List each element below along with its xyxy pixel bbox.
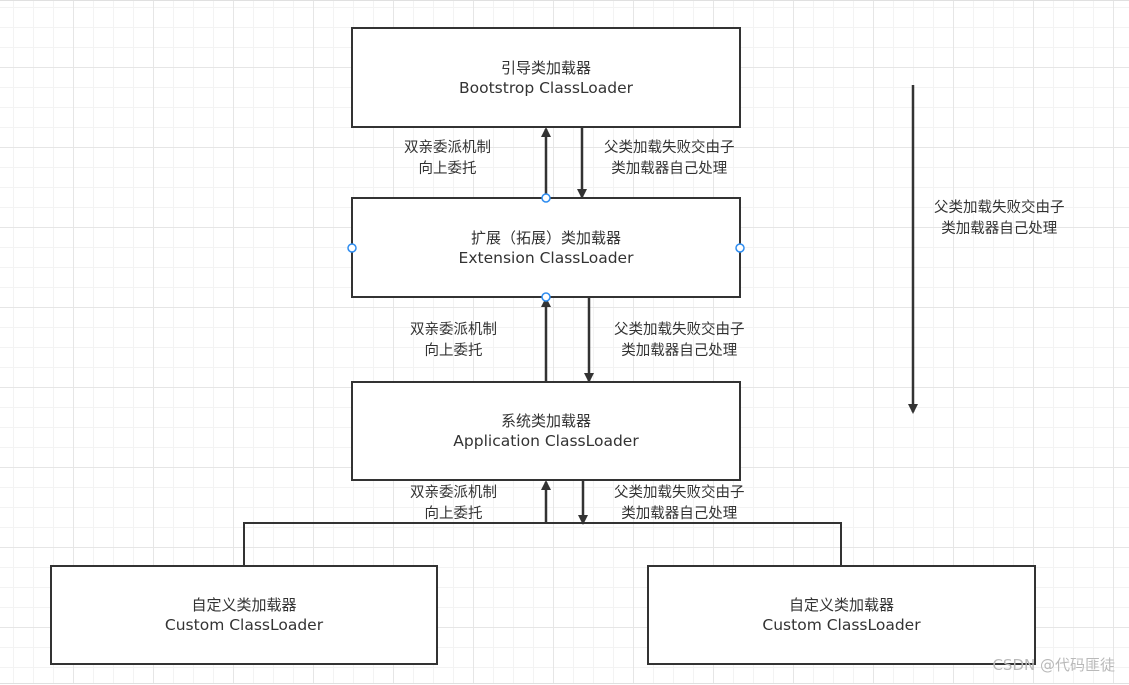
extension-classloader-node[interactable]: 扩展（拓展）类加载器 Extension ClassLoader: [351, 197, 741, 298]
extension-en-label: Extension ClassLoader: [458, 248, 634, 267]
custom-classloader-node-left[interactable]: 自定义类加载器 Custom ClassLoader: [50, 565, 438, 665]
custom-right-en-label: Custom ClassLoader: [762, 616, 921, 634]
delegate-up-label-3: 双亲委派机制 向上委托: [410, 485, 497, 522]
custom-left-en-label: Custom ClassLoader: [164, 616, 324, 634]
side-arrow-label: 父类加载失败交由子 类加载器自己处理: [934, 200, 1065, 237]
custom-classloader-node-right[interactable]: 自定义类加载器 Custom ClassLoader: [647, 565, 1036, 665]
application-en-label: Application ClassLoader: [453, 432, 639, 450]
custom-branch-connector[interactable]: [243, 522, 842, 565]
delegate-up-label-1: 双亲委派机制 向上委托: [404, 140, 491, 177]
delegate-up-label-2: 双亲委派机制 向上委托: [410, 322, 497, 359]
csdn-watermark: CSDN @代码匪徒: [992, 656, 1115, 674]
fallback-down-label-3: 父类加载失败交由子 类加载器自己处理: [614, 485, 745, 522]
bootstrap-zh-label: 引导类加载器: [500, 58, 591, 77]
application-zh-label: 系统类加载器: [500, 412, 591, 430]
fallback-down-label-1: 父类加载失败交由子 类加载器自己处理: [604, 140, 735, 177]
extension-zh-label: 扩展（拓展）类加载器: [470, 228, 621, 247]
bootstrap-en-label: Bootstrop ClassLoader: [459, 78, 633, 97]
custom-right-zh-label: 自定义类加载器: [788, 596, 894, 614]
application-classloader-node[interactable]: 系统类加载器 Application ClassLoader: [351, 381, 741, 481]
fallback-down-label-2: 父类加载失败交由子 类加载器自己处理: [614, 322, 745, 359]
bootstrap-classloader-node[interactable]: 引导类加载器 Bootstrop ClassLoader: [351, 27, 741, 128]
custom-left-zh-label: 自定义类加载器: [191, 596, 297, 614]
